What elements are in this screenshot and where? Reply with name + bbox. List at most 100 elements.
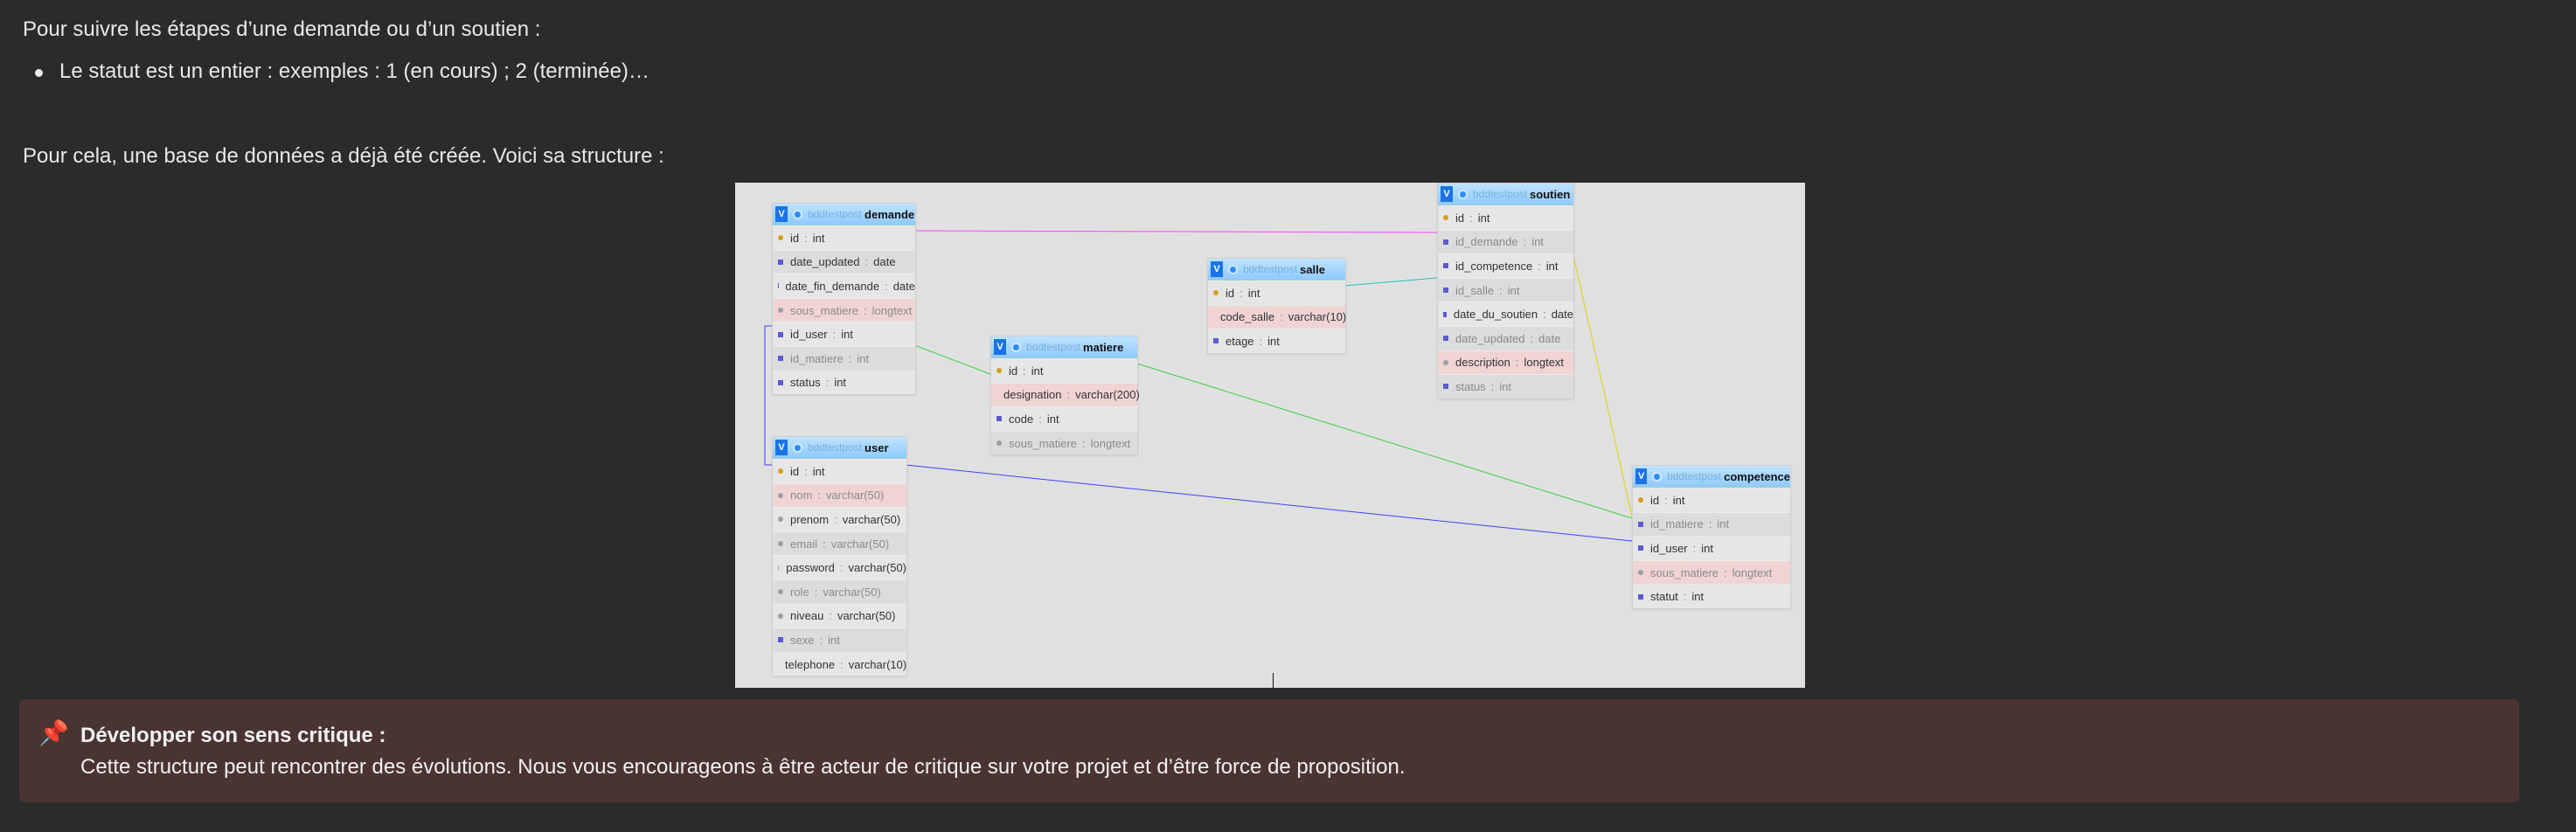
column-icon [1443,263,1448,269]
column-icon [1638,593,1643,600]
column-row: date_du_soutien:date [1438,302,1573,326]
table-header: V bddtestpost salle [1208,259,1345,281]
column-icon [778,308,783,314]
column-row: statut:int [1633,584,1790,608]
collapse-icon[interactable]: V [994,339,1006,355]
column-icon [778,492,783,498]
table-name: matiere [1083,340,1124,354]
column-icon [778,613,783,619]
database-name: bddtestpost [1667,470,1722,482]
column-icon [778,356,783,362]
column-row: id_matiere:int [1633,511,1790,537]
table-demande[interactable]: V bddtestpost demande id:int date_update… [772,203,916,396]
database-name: bddtestpost [1473,188,1528,200]
column-icon [1638,545,1643,551]
column-icon [778,517,783,523]
column-row: description:longtext [1438,350,1573,375]
column-row: password:varchar(50) [773,555,906,579]
table-header: V bddtestpost demande [773,204,915,225]
database-name: bddtestpost [808,208,863,220]
column-icon [778,565,780,571]
column-row: telephone:varchar(10) [773,651,906,676]
column-row: id_competence:int [1438,253,1573,278]
link-matiere-competence [1136,363,1633,519]
column-icon [996,440,1002,447]
gear-icon[interactable] [1228,264,1238,274]
key-icon [1443,215,1448,221]
column-row: date_updated:date [773,249,915,274]
gear-icon[interactable] [1458,189,1468,199]
link-salle-soutien [1344,277,1438,287]
database-schema-diagram: V bddtestpost demande id:int date_update… [735,183,1805,688]
table-header: V bddtestpost matiere [991,336,1137,358]
column-row: id:int [1208,281,1345,305]
table-name: salle [1300,262,1325,276]
column-row: id:int [991,358,1137,383]
collapse-icon[interactable]: V [1635,468,1648,484]
intro-paragraph-2: Pour cela, une base de données a déjà ét… [23,144,664,168]
column-row: code_salle:varchar(10) [1208,304,1346,329]
table-name: soutien [1530,187,1571,201]
column-row: sexe:int [773,627,906,652]
gear-icon[interactable] [793,209,802,219]
column-row: role:varchar(50) [773,579,906,604]
gear-icon[interactable] [1652,471,1663,482]
callout-box: 📌 Développer son sens critique : Cette s… [19,699,2519,802]
table-name: demande [864,207,915,221]
column-row: id:int [1438,205,1573,230]
table-header: V bddtestpost soutien [1438,184,1573,205]
column-icon [778,331,783,337]
collapse-icon[interactable]: V [775,440,788,455]
column-icon [1443,288,1448,294]
column-row: email:varchar(50) [773,530,906,556]
table-matiere[interactable]: V bddtestpost matiere id:int designation… [990,336,1140,456]
column-icon [1638,570,1643,576]
intro-paragraph-1: Pour suivre les étapes d’une demande ou … [23,17,541,41]
column-row: id_user:int [773,322,915,346]
link-demande-matiere [913,344,991,375]
collapse-icon[interactable]: V [1441,186,1453,202]
collapse-icon[interactable]: V [775,206,788,222]
gear-icon[interactable] [1011,342,1021,352]
key-icon [778,468,783,475]
column-icon [1443,311,1447,317]
column-row: sous_matiere:longtext [773,297,915,322]
gear-icon[interactable] [793,442,802,453]
text-cursor-icon [1273,673,1274,689]
table-salle[interactable]: V bddtestpost salle id:int code_salle:va… [1207,258,1346,354]
column-row: code:int [991,406,1137,431]
column-row: status:int [1438,374,1573,399]
table-soutien[interactable]: V bddtestpost soutien id:int id_demande:… [1437,183,1574,399]
column-row: status:int [773,370,915,395]
column-row: id_matiere:int [773,345,915,371]
column-row: id:int [1633,488,1790,512]
column-row: id_salle:int [1438,277,1573,302]
table-name: competence [1724,469,1790,483]
column-row: id:int [773,459,906,483]
column-row: sous_matiere:longtext [991,430,1137,455]
column-icon [778,637,783,643]
key-icon [1213,290,1219,296]
collapse-icon[interactable]: V [1211,261,1223,277]
column-icon [778,379,783,385]
pushpin-icon: 📌 [38,719,69,746]
link-demande-user [764,325,772,466]
table-header: V bddtestpost competence [1633,466,1790,488]
column-icon [778,541,783,547]
key-icon [1638,497,1643,503]
column-row: etage:int [1208,329,1345,353]
column-icon [1443,359,1448,365]
column-icon [1443,239,1448,245]
relation-lines [764,230,1633,542]
column-row: id:int [773,225,915,250]
status-bullet: Le statut est un entier : exemples : 1 (… [35,59,649,83]
column-row: date_updated:date [1438,325,1573,350]
table-user[interactable]: V bddtestpost user id:int nom:varchar(50… [772,436,907,677]
callout-title: Développer son sens critique : [80,724,386,747]
key-icon [996,368,1002,374]
database-name: bddtestpost [1243,263,1298,275]
key-icon [778,235,783,241]
table-competence[interactable]: V bddtestpost competence id:int id_matie… [1632,465,1791,609]
column-icon [1213,338,1219,344]
callout-text: Cette structure peut rencontrer des évol… [80,755,1406,779]
